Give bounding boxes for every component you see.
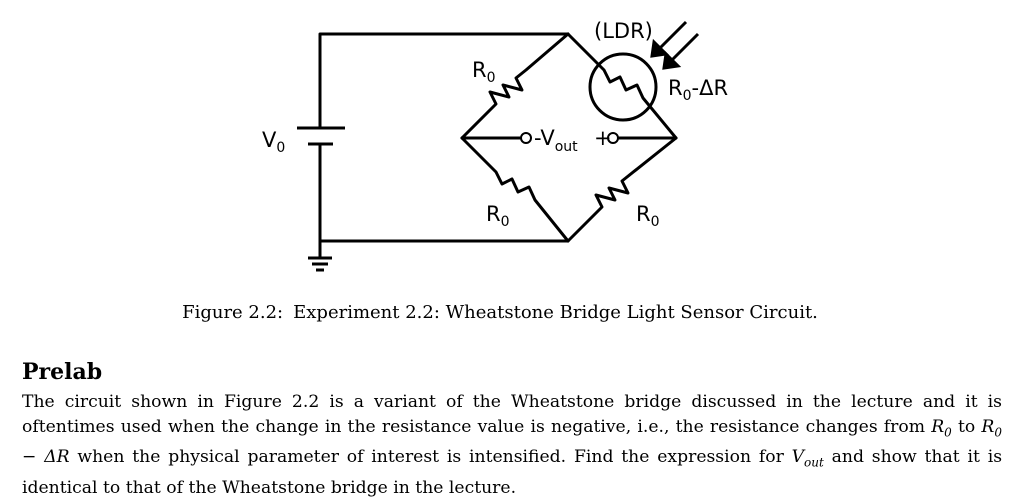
source-label: V0 — [262, 128, 285, 156]
resistor-bottom-right — [566, 136, 678, 243]
ldr-value-label: R0-ΔR — [668, 76, 728, 104]
ground-icon — [308, 256, 332, 272]
vout-plus-label: + — [594, 126, 612, 150]
vout-terminal-minus — [520, 132, 532, 144]
vout-label: -Vout — [534, 126, 578, 155]
ldr-label: (LDR) — [594, 19, 653, 43]
math-r0-minus-dr: R0 − ΔR — [22, 417, 1002, 468]
wire-top — [318, 32, 570, 130]
prelab-heading: Prelab — [22, 359, 103, 385]
figure-caption: Figure 2.2: Experiment 2.2: Wheatstone Br… — [0, 302, 1000, 323]
resistor-top-left-label: R0 — [472, 58, 496, 86]
resistor-bottom-right-label: R0 — [636, 202, 660, 230]
resistor-bottom-left-label: R0 — [486, 202, 510, 230]
prelab-paragraph: The circuit shown in Figure 2.2 is a var… — [22, 392, 1003, 498]
battery-icon — [297, 126, 345, 146]
math-vout: Vout — [791, 447, 824, 470]
ldr-circle — [588, 52, 658, 122]
math-r0: R0 — [931, 417, 952, 440]
light-arrows-icon — [650, 20, 700, 70]
resistor-top-left — [460, 32, 570, 140]
caption-label: Figure 2.2: — [182, 302, 284, 323]
caption-text: Experiment 2.2: Wheatstone Bridge Light … — [293, 302, 818, 323]
vout-terminal-plus — [607, 132, 619, 144]
resistor-bottom-left — [460, 136, 570, 243]
resistor-ldr — [566, 32, 678, 140]
circuit-diagram: V0 R0 (LDR) R0-ΔR R0 R0 -Vout + — [262, 19, 728, 272]
